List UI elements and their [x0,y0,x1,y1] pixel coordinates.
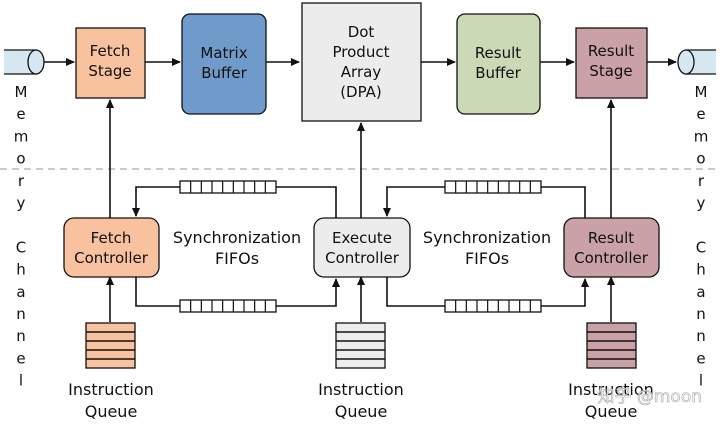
fifo-right-bottom [444,299,542,313]
result-controller-box: Result Controller [563,217,660,278]
side-left-letter: C [16,238,26,256]
matrix-buffer-box: Matrix Buffer [181,13,267,115]
fetch-controller-label-2: Controller [74,249,149,267]
watermark-text: 知乎 @moon [597,387,702,407]
queue-stack-middle [335,322,386,369]
side-right-letter: y [697,194,706,212]
side-left-letter: M [15,83,28,101]
fifo-left-label-2: FIFOs [215,249,259,268]
fifo-left-top [179,180,277,194]
side-right-letter: M [695,83,708,101]
result-buffer-label-1: Result [475,44,521,62]
queue-stack-right [586,322,637,369]
fifo-label-left: Synchronization FIFOs [173,228,301,268]
side-left-letter: h [16,261,26,279]
fifo-right-label-2: FIFOs [465,249,509,268]
side-right-letter: r [698,172,705,190]
side-left-letter: n [16,305,26,323]
side-left-letter: y [17,194,26,212]
execute-controller-label-2: Controller [325,249,400,267]
side-left-letter: e [16,349,25,367]
side-left-letter: l [19,372,23,390]
result-stage-box: Result Stage [575,27,648,99]
side-right-letter: m [694,127,709,145]
queue-middle-label-1: Instruction [318,380,404,399]
side-left-letter: a [16,283,25,301]
execute-controller-box: Execute Controller [313,217,411,278]
result-buffer-label-2: Buffer [475,64,521,82]
synchronization-fifos [179,180,542,313]
side-right-letter: l [699,372,703,390]
result-controller-label-2: Controller [574,249,649,267]
fifo-left-label-1: Synchronization [173,228,301,247]
fifo-label-right: Synchronization FIFOs [423,228,551,268]
memory-pipe-right [677,49,716,75]
queue-middle-label-2: Queue [335,402,388,421]
fetch-controller-box: Fetch Controller [63,217,160,278]
side-left-letter: o [16,150,25,168]
queue-right-label-1: Instruction [568,380,654,399]
queue-label-right: Instruction Queue [568,380,654,421]
queue-label-left: Instruction Queue [68,380,154,421]
fetch-stage-label-2: Stage [88,62,131,80]
execute-controller-label-1: Execute [332,229,392,247]
side-left-letter: m [14,127,29,145]
matrix-buffer-label-2: Buffer [201,64,247,82]
matrix-buffer-label-1: Matrix [200,44,247,62]
queue-left-label-2: Queue [85,402,138,421]
queue-stack-left [85,322,136,369]
side-right-letter: n [696,327,706,345]
dpa-box: Dot Product Array (DPA) [301,2,422,122]
fifo-right-top [444,180,542,194]
side-right-letter: e [696,105,705,123]
dpa-label-3: Array [341,63,382,81]
dpa-label-1: Dot [348,23,375,41]
dpa-label-4: (DPA) [340,83,382,101]
control-arrows [106,99,615,322]
side-right-letter: a [696,283,705,301]
fifo-right-label-1: Synchronization [423,228,551,247]
side-right-letter: e [696,349,705,367]
queue-left-label-1: Instruction [68,380,154,399]
result-stage-label-2: Stage [589,62,632,80]
fifo-routing [132,186,589,307]
fifo-left-bottom [179,299,277,313]
memory-pipe-left [4,49,45,75]
side-left-letter: e [16,105,25,123]
side-right-letter: o [696,150,705,168]
fetch-stage-box: Fetch Stage [75,27,146,99]
side-left-letter: r [18,172,25,190]
result-buffer-box: Result Buffer [456,13,541,115]
result-stage-label-1: Result [588,42,634,60]
dpa-label-2: Product [333,43,390,61]
queue-label-middle: Instruction Queue [318,380,404,421]
side-right-letter: h [696,261,706,279]
side-right-letter: C [696,238,706,256]
queue-right-label-2: Queue [585,402,638,421]
side-right-letter: n [696,305,706,323]
fetch-controller-label-1: Fetch [91,229,132,247]
instruction-queues [85,322,637,369]
fetch-stage-label-1: Fetch [90,42,131,60]
side-left-letter: n [16,327,26,345]
result-controller-label-1: Result [588,229,634,247]
